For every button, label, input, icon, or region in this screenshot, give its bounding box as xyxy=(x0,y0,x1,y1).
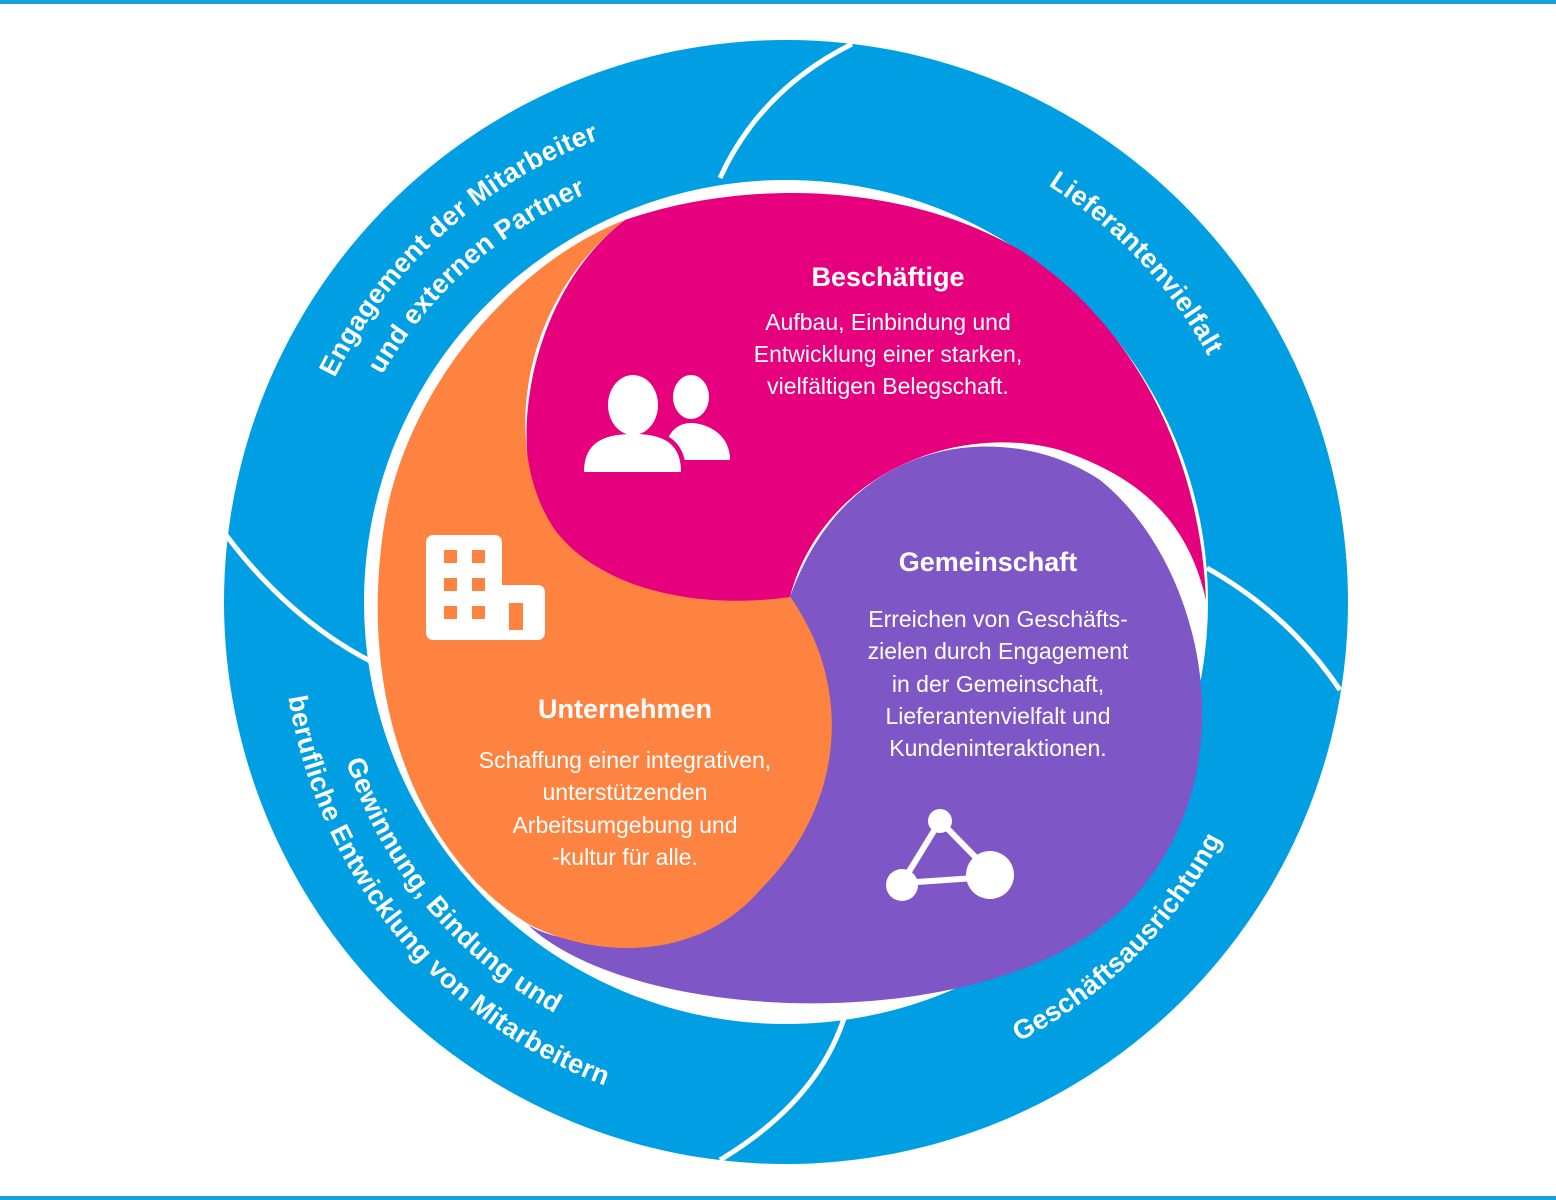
separator-right xyxy=(1205,565,1343,692)
segment-community xyxy=(528,446,1203,1004)
company-body-line1: Schaffung einer integrativen, xyxy=(479,747,771,773)
network-icon xyxy=(886,809,1014,901)
employees-title: Beschäftige xyxy=(811,262,964,292)
separator-top xyxy=(717,41,854,180)
community-body-line2: zielen durch Engagement xyxy=(868,638,1129,664)
employees-body-line1: Aufbau, Einbindung und xyxy=(765,309,1011,335)
community-title: Gemeinschaft xyxy=(899,547,1078,577)
employees-body-line3: vielfältigen Belegschaft. xyxy=(767,373,1009,399)
bottom-rule xyxy=(0,1196,1556,1200)
people-icon xyxy=(578,372,730,476)
segment-employees xyxy=(526,192,1206,604)
community-body-line4: Lieferantenvielfalt und xyxy=(885,703,1110,729)
building-icon xyxy=(426,535,545,640)
company-body-line3: Arbeitsumgebung und xyxy=(512,812,737,838)
separator-bottom xyxy=(718,1011,849,1163)
company-body-line4: -kultur für alle. xyxy=(552,844,698,870)
company-title: Unternehmen xyxy=(538,694,712,724)
separator-left xyxy=(224,533,374,665)
segment-company xyxy=(377,220,832,948)
community-body-line3: in der Gemeinschaft, xyxy=(892,671,1104,697)
top-rule xyxy=(0,0,1556,4)
community-body-line1: Erreichen von Geschäfts- xyxy=(868,606,1128,632)
company-body-line2: unterstützenden xyxy=(543,779,708,805)
employees-body-line2: Entwicklung einer starken, xyxy=(754,341,1022,367)
community-body-line5: Kundeninteraktionen. xyxy=(889,735,1106,761)
ring-separators xyxy=(224,41,1343,1163)
